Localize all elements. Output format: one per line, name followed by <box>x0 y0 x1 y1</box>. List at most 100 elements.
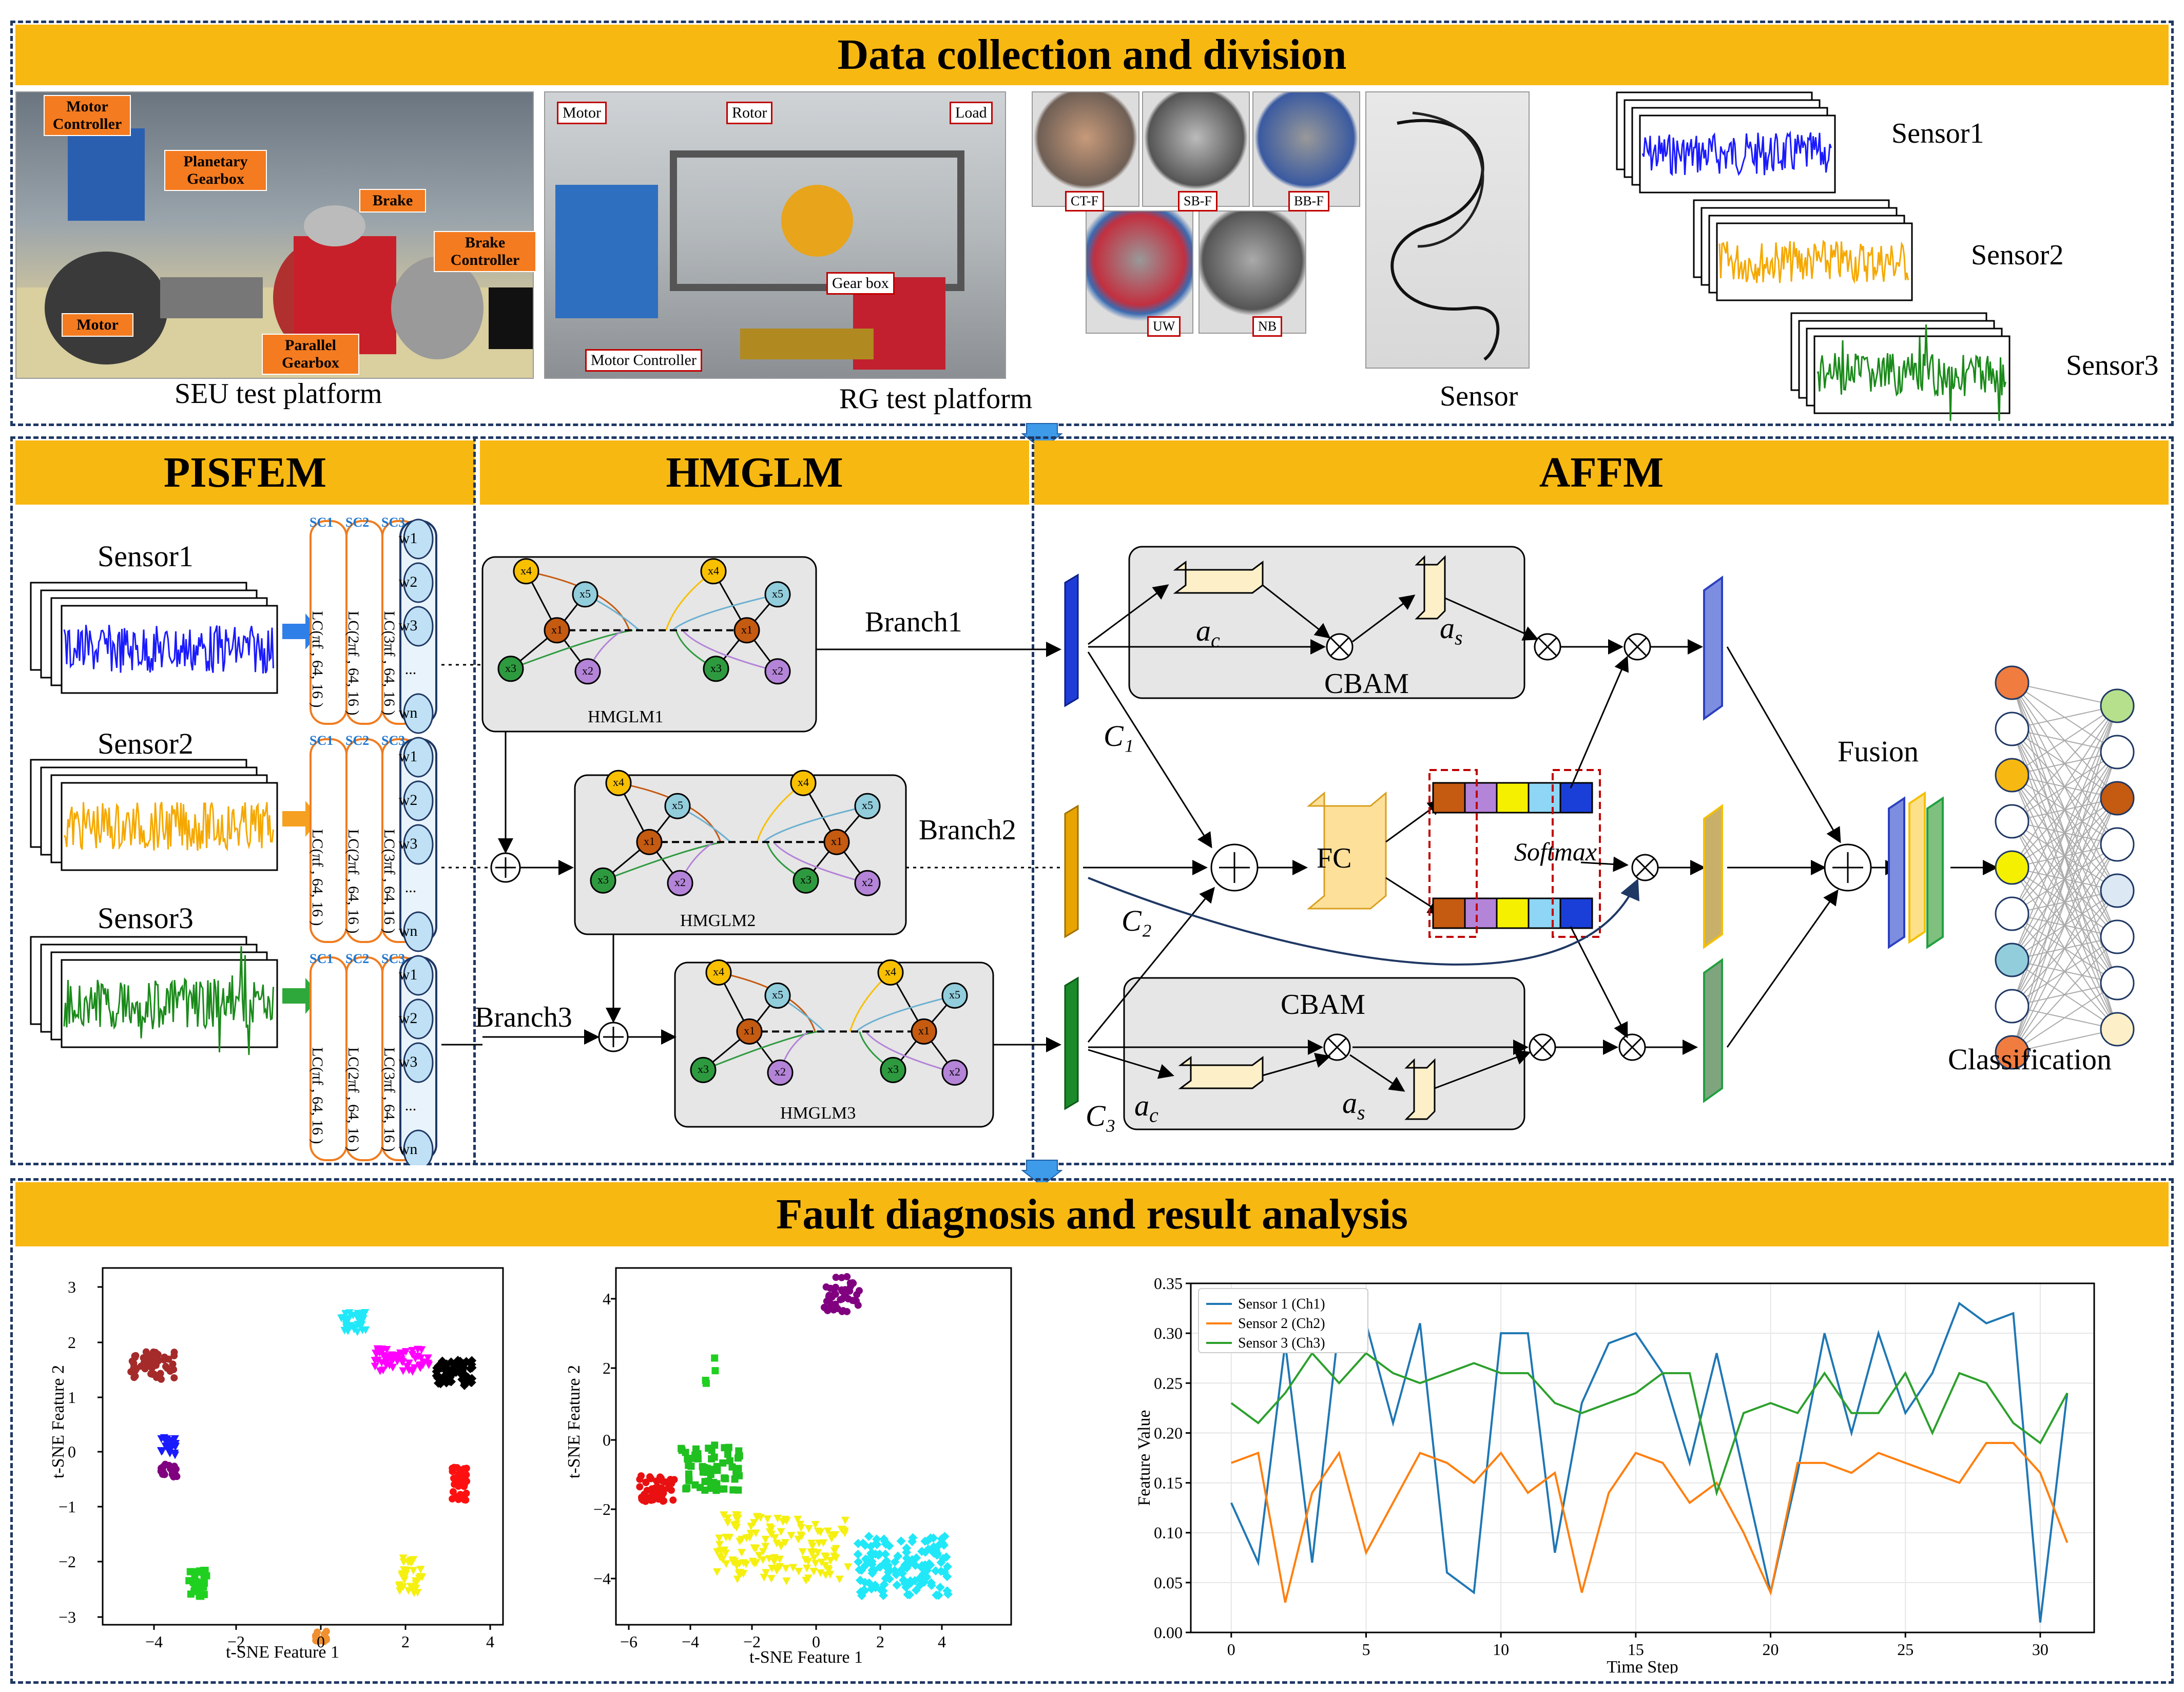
fused-feature-maps <box>1888 791 1944 949</box>
nn-input-node <box>1995 665 2030 700</box>
graph-node-label: x1 <box>644 835 655 848</box>
scatter-point <box>861 1554 871 1564</box>
graph-node-label: x1 <box>831 835 842 848</box>
branch2-label: Branch2 <box>919 814 1016 846</box>
hmglm3-label: HMGLM3 <box>780 1104 856 1123</box>
attention-cell <box>1559 897 1593 929</box>
attention-cell <box>1432 782 1466 814</box>
tsne1-xtick: −4 <box>145 1632 163 1651</box>
scatter-point <box>855 1575 865 1585</box>
graph-node-label: x2 <box>674 876 686 889</box>
scatter-point <box>735 1447 743 1455</box>
scatter-point <box>934 1590 943 1600</box>
w-label: wn <box>398 922 418 939</box>
graph-node-label: x4 <box>713 965 724 978</box>
hmglm1-label: HMGLM1 <box>588 707 664 726</box>
rg-caption: RG test platform <box>839 383 1033 415</box>
scatter-point <box>445 1376 455 1386</box>
scatter-point <box>170 1349 178 1356</box>
w-node <box>403 737 434 778</box>
scatter-point <box>399 1558 408 1566</box>
graph-node-label: x3 <box>800 873 811 887</box>
scatter-point <box>722 1475 729 1483</box>
nn-output-node <box>2100 688 2135 723</box>
scatter-point <box>720 1511 728 1520</box>
nn-output-node <box>2100 873 2135 908</box>
weighted-map-1 <box>1703 575 1723 721</box>
scatter-point <box>418 1573 427 1581</box>
scatter-point <box>669 1496 677 1504</box>
w-label: w1 <box>398 530 418 547</box>
scatter-point <box>395 1587 404 1595</box>
tag-brake-controller: Brake Controller <box>434 231 536 272</box>
cbam-top-label: CBAM <box>1324 668 1409 700</box>
w-node <box>403 693 434 734</box>
scatter-point <box>467 1356 477 1366</box>
weighted-map-3 <box>1703 958 1723 1103</box>
as-block-bottom <box>1404 1058 1436 1120</box>
scatter-point <box>405 1558 414 1566</box>
scatter-point <box>867 1568 877 1578</box>
scatter-point <box>872 1540 882 1549</box>
rg-tag-gearbox: Gear box <box>826 272 895 295</box>
scatter-point <box>131 1354 139 1361</box>
scatter-point <box>748 1558 757 1566</box>
scatter-point <box>841 1286 849 1294</box>
scatter-point <box>350 1325 359 1334</box>
scatter-point <box>397 1356 405 1364</box>
graph-node <box>767 1059 794 1086</box>
scatter-point <box>712 1568 721 1576</box>
scatter-point <box>841 1516 849 1525</box>
scatter-point <box>926 1533 936 1543</box>
x-tick-label: 0 <box>1227 1640 1235 1659</box>
scatter-point <box>165 1355 172 1363</box>
scatter-point <box>170 1441 179 1449</box>
graph-node <box>636 829 663 855</box>
nn-input-node <box>1995 804 2030 839</box>
scatter-point <box>872 1534 882 1544</box>
scatter-point <box>817 1559 826 1567</box>
scatter-point <box>881 1573 891 1583</box>
sensor1-stack <box>1616 91 1836 194</box>
scatter-point <box>763 1515 772 1523</box>
tsne2-xtick: 0 <box>812 1632 820 1651</box>
scatter-point <box>830 1286 838 1294</box>
scatter-point <box>912 1553 921 1563</box>
scatter-point <box>403 1363 412 1371</box>
scatter-point <box>919 1569 929 1579</box>
graph-node <box>574 658 601 685</box>
scatter-point <box>434 1361 443 1371</box>
lc3-label-g2: LC(3πf , 64, 16 ) <box>381 829 398 934</box>
scatter-point <box>907 1536 917 1546</box>
scatter-point <box>317 1636 325 1643</box>
scatter-point <box>165 1443 173 1451</box>
scatter-point <box>459 1380 469 1390</box>
series-line <box>1230 1351 2069 1497</box>
tsne1-xtick: 2 <box>401 1632 410 1651</box>
tsne2-xtick: 2 <box>876 1632 884 1651</box>
brake-shape <box>391 257 484 359</box>
rg-tag-load: Load <box>950 102 993 124</box>
nn-input-node <box>1995 712 2030 746</box>
legend-label: Sensor 3 (Ch3) <box>1238 1335 1325 1351</box>
scatter-point <box>140 1354 147 1362</box>
graph-node <box>690 1056 717 1083</box>
sc1-label-g2: SC1 <box>310 733 334 748</box>
tsne-plot-1 <box>98 1267 504 1645</box>
scatter-point <box>395 1581 404 1589</box>
graph-node <box>854 793 881 819</box>
scatter-point <box>433 1378 443 1388</box>
graph-node-label: x4 <box>520 564 532 577</box>
tsne1-ytick: 3 <box>68 1278 76 1296</box>
scatter-point <box>936 1566 946 1576</box>
scatter-point <box>777 1543 785 1551</box>
scatter-point <box>450 1361 460 1371</box>
nn-input-node <box>1995 943 2030 977</box>
sensor3-label-top: Sensor3 <box>2066 350 2159 381</box>
scatter-point <box>416 1566 425 1574</box>
c3-feature-map <box>1064 976 1079 1110</box>
attention-cell <box>1464 897 1498 929</box>
attention-cell <box>1528 897 1561 929</box>
graph-node <box>764 982 791 1009</box>
sensor1-label-top: Sensor1 <box>1891 118 1984 149</box>
